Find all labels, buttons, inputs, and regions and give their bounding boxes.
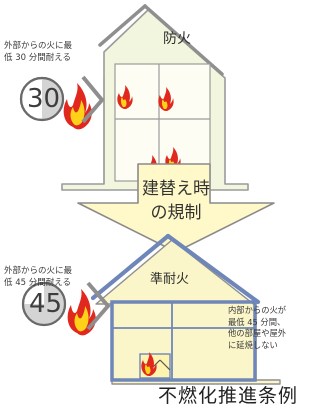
transition-line1: 建替え時	[142, 179, 210, 199]
caption: 不燃化推進条例	[158, 385, 299, 407]
clock-45-icon	[21, 281, 67, 327]
chevron-right-icon	[86, 281, 111, 331]
top-fire-note: 外部からの火に最 低 30 分間耐える	[4, 41, 73, 63]
top-minutes: 30	[27, 84, 61, 114]
interior-fire-note: 内部からの火が 最低 45 分間、 他の部屋や屋外 に延焼しない	[228, 305, 287, 350]
top-house	[61, 4, 249, 191]
top-house-label: 防火	[163, 31, 191, 47]
down-arrow-icon	[77, 163, 275, 253]
flame-icon	[63, 83, 92, 130]
clock-30-icon	[19, 76, 65, 122]
transition-line2: の規制	[150, 203, 202, 223]
bottom-minutes: 45	[29, 289, 63, 319]
bottom-house-label: 準耐火	[150, 272, 190, 287]
chevron-right-icon	[81, 75, 105, 124]
flame-icon	[67, 289, 96, 336]
bottom-house	[90, 233, 281, 385]
bottom-fire-note: 外部からの火に最 低 45 分間耐える	[4, 266, 73, 288]
